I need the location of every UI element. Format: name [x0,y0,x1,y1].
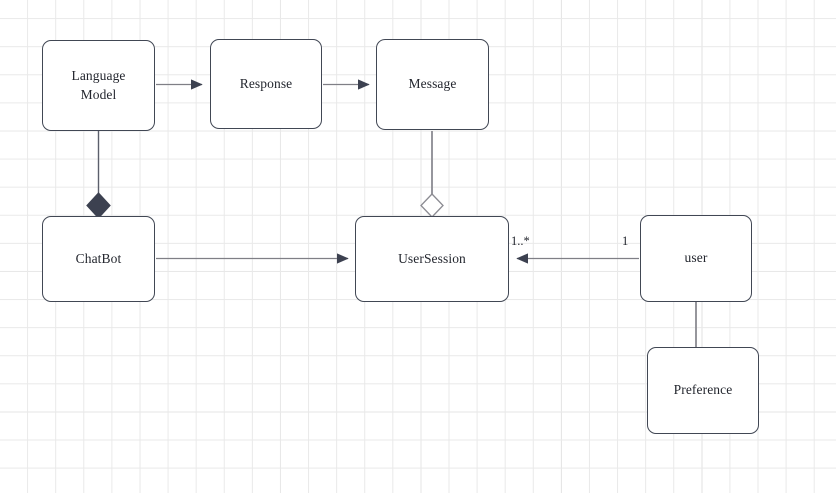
node-label-user: user [684,250,708,266]
node-label-user-session: UserSession [398,250,466,266]
node-language-model[interactable]: Language Model [42,40,155,131]
node-label-response: Response [239,75,293,91]
node-label-chatbot: ChatBot [75,250,122,266]
node-label-message: Message [408,76,457,92]
node-label-preference: Preference [673,382,733,398]
filled-diamond-marker [86,192,111,219]
node-user[interactable]: user [640,215,752,302]
node-chatbot[interactable]: ChatBot [42,216,155,302]
node-response[interactable]: Response [210,39,322,129]
edge-label-multiplicity-many: 1..* [511,234,530,248]
node-label-language-model: Language Model [71,67,126,102]
edge-label-multiplicity-one: 1 [622,234,629,248]
node-preference[interactable]: Preference [647,347,759,434]
node-user-session[interactable]: UserSession [355,216,509,302]
hollow-diamond-marker [420,193,444,218]
edge-message-to-user-session [420,131,444,218]
node-message[interactable]: Message [376,39,489,130]
edge-language-model-to-chatbot [86,131,111,219]
